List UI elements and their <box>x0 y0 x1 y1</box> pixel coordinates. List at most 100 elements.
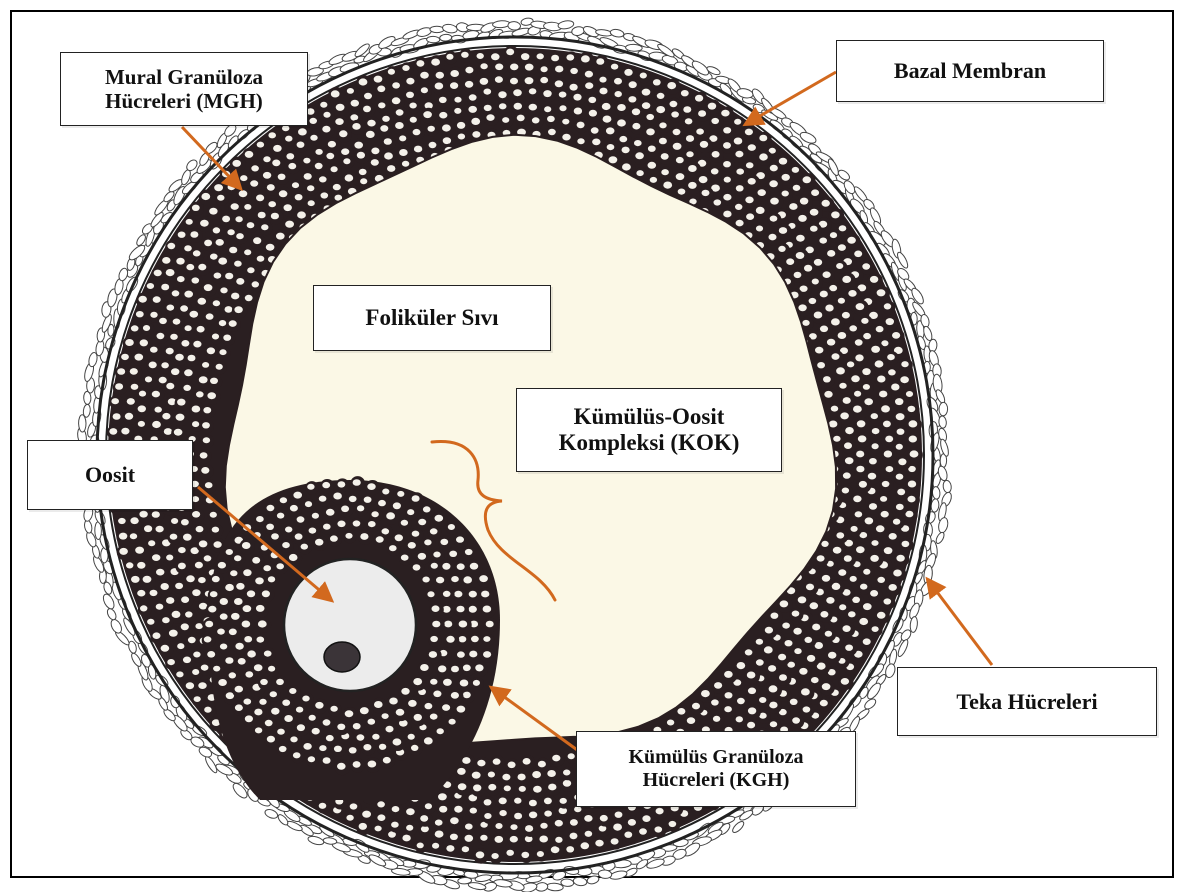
granulosa-cell-nucleus <box>219 349 226 355</box>
granulosa-cell-nucleus <box>863 384 870 390</box>
granulosa-cell-nucleus <box>377 86 385 93</box>
granulosa-cell-nucleus <box>836 263 843 269</box>
granulosa-cell-nucleus <box>200 452 208 458</box>
granulosa-cell-nucleus <box>363 106 371 113</box>
granulosa-cell-nucleus <box>402 161 409 167</box>
granulosa-cell-nucleus <box>392 82 400 88</box>
granulosa-cell-nucleus <box>477 53 484 59</box>
granulosa-cell-nucleus <box>887 354 895 360</box>
granulosa-cell-nucleus <box>696 129 704 135</box>
granulosa-cell-nucleus <box>383 757 391 764</box>
granulosa-cell-nucleus <box>470 563 478 570</box>
label-oocyte: Oosit <box>27 440 193 510</box>
granulosa-cell-nucleus <box>435 820 443 826</box>
granulosa-cell-nucleus <box>424 737 433 744</box>
granulosa-cell-nucleus <box>848 290 856 297</box>
granulosa-cell-nucleus <box>456 536 464 542</box>
granulosa-cell-nucleus <box>713 716 720 722</box>
granulosa-cell-nucleus <box>737 662 746 669</box>
granulosa-cell-nucleus <box>780 600 789 607</box>
granulosa-cell-nucleus <box>555 80 563 87</box>
granulosa-cell-nucleus <box>194 696 201 702</box>
granulosa-cell-nucleus <box>406 92 414 98</box>
granulosa-cell-nucleus <box>646 128 655 135</box>
granulosa-cell-nucleus <box>339 130 347 137</box>
granulosa-cell-nucleus <box>532 771 541 778</box>
granulosa-cell-nucleus <box>244 636 252 642</box>
granulosa-cell-nucleus <box>756 226 763 232</box>
granulosa-cell-nucleus <box>392 806 400 812</box>
label-theca-cells-text: Teka Hücreleri <box>956 689 1097 714</box>
granulosa-cell-nucleus <box>800 198 808 205</box>
granulosa-cell-nucleus <box>282 542 290 548</box>
granulosa-cell-nucleus <box>176 414 185 421</box>
granulosa-cell-nucleus <box>207 651 215 658</box>
granulosa-cell-nucleus <box>508 762 516 769</box>
granulosa-cell-nucleus <box>261 224 268 230</box>
granulosa-cell-nucleus <box>109 428 117 435</box>
granulosa-cell-nucleus <box>811 189 819 196</box>
granulosa-cell-nucleus <box>667 82 676 89</box>
granulosa-cell-nucleus <box>195 562 203 569</box>
granulosa-cell-nucleus <box>399 135 406 141</box>
granulosa-cell-nucleus <box>735 151 743 158</box>
granulosa-cell-nucleus <box>360 533 368 540</box>
granulosa-cell-nucleus <box>145 376 152 382</box>
granulosa-cell-nucleus <box>635 152 644 159</box>
granulosa-cell-nucleus <box>794 272 802 278</box>
granulosa-cell-nucleus <box>893 570 902 577</box>
granulosa-cell-nucleus <box>345 710 354 717</box>
granulosa-cell-nucleus <box>176 671 183 677</box>
granulosa-cell-nucleus <box>484 89 492 95</box>
granulosa-cell-nucleus <box>166 597 174 604</box>
granulosa-cell-nucleus <box>375 826 382 832</box>
granulosa-cell-nucleus <box>212 576 220 582</box>
granulosa-cell-nucleus <box>573 94 581 101</box>
granulosa-cell-nucleus <box>360 178 367 184</box>
granulosa-cell-nucleus <box>833 547 842 554</box>
granulosa-cell-nucleus <box>838 298 845 304</box>
granulosa-cell-nucleus <box>247 222 255 228</box>
granulosa-cell-nucleus <box>315 539 323 546</box>
granulosa-cell-nucleus <box>252 281 259 287</box>
granulosa-cell-nucleus <box>193 341 201 348</box>
granulosa-cell-nucleus <box>352 123 360 130</box>
granulosa-cell-nucleus <box>823 271 831 278</box>
granulosa-cell-nucleus <box>451 666 459 673</box>
granulosa-cell-nucleus <box>595 840 603 847</box>
granulosa-cell-nucleus <box>810 226 818 232</box>
granulosa-cell-nucleus <box>235 704 243 711</box>
granulosa-cell-nucleus <box>480 835 487 841</box>
theca-cell <box>932 486 941 499</box>
granulosa-cell-nucleus <box>676 173 685 180</box>
granulosa-cell-nucleus <box>337 521 345 528</box>
granulosa-cell-nucleus <box>622 163 631 170</box>
granulosa-cell-nucleus <box>435 515 444 522</box>
granulosa-cell-nucleus <box>897 489 905 496</box>
granulosa-cell-nucleus <box>683 106 691 113</box>
granulosa-cell-nucleus <box>297 724 305 731</box>
granulosa-cell-nucleus <box>480 78 489 85</box>
granulosa-cell-nucleus <box>859 481 867 488</box>
granulosa-cell-nucleus <box>855 339 863 345</box>
granulosa-cell-nucleus <box>805 637 813 643</box>
granulosa-cell-nucleus <box>198 264 206 271</box>
granulosa-cell-nucleus <box>277 513 284 519</box>
label-kgh-line1: Kümülüs Granüloza <box>628 746 803 769</box>
granulosa-cell-nucleus <box>432 605 440 612</box>
granulosa-cell-nucleus <box>856 546 865 553</box>
granulosa-cell-nucleus <box>851 526 858 532</box>
granulosa-cell-nucleus <box>510 64 518 71</box>
granulosa-cell-nucleus <box>271 213 279 220</box>
granulosa-cell-nucleus <box>459 621 468 628</box>
granulosa-cell-nucleus <box>840 412 849 419</box>
granulosa-cell-nucleus <box>454 108 461 114</box>
granulosa-cell-nucleus <box>436 577 444 584</box>
granulosa-cell-nucleus <box>822 575 830 582</box>
granulosa-cell-nucleus <box>803 706 811 712</box>
theca-cell <box>83 520 93 534</box>
granulosa-cell-nucleus <box>131 325 139 331</box>
granulosa-cell-nucleus <box>827 339 835 346</box>
granulosa-cell-nucleus <box>417 843 424 849</box>
granulosa-cell-nucleus <box>523 758 531 765</box>
